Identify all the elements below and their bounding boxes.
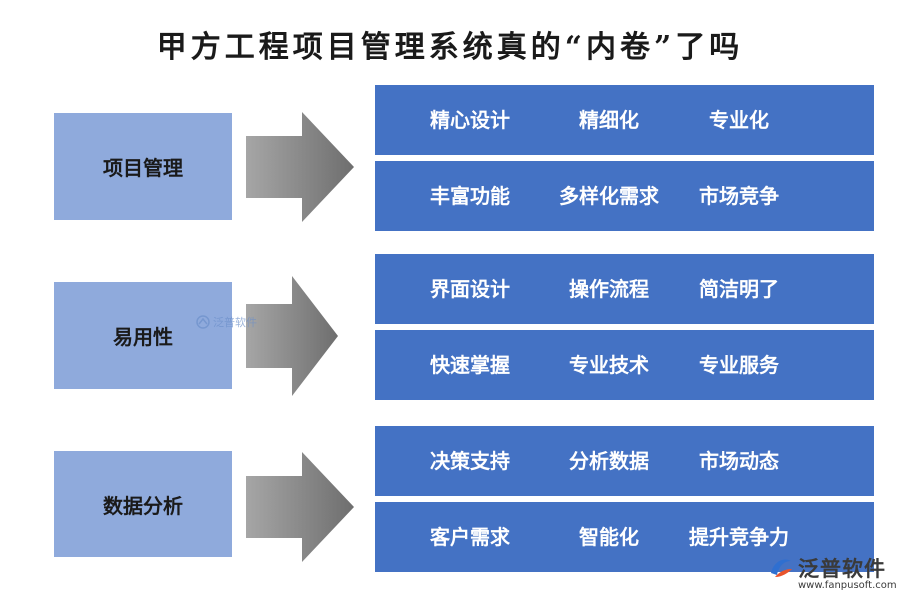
watermark-small-text: 泛普软件 (213, 316, 257, 329)
category-data-analysis: 数据分析 (54, 451, 232, 557)
category-usability: 易用性 (54, 282, 232, 389)
item-label: 客户需求 (430, 525, 510, 549)
item-bar: 界面设计 操作流程 简洁明了 (375, 254, 874, 324)
item-label: 界面设计 (430, 277, 510, 301)
item-label: 专业化 (709, 108, 769, 132)
item-label: 快速掌握 (430, 353, 510, 377)
item-label: 分析数据 (569, 449, 649, 473)
watermark-url: www.fanpusoft.com (798, 580, 897, 591)
watermark-small: 泛普软件 (196, 314, 257, 330)
diagram-title: 甲方工程项目管理系统真的“内卷”了吗 (156, 30, 744, 65)
item-label: 精细化 (579, 108, 639, 132)
item-label: 提升竞争力 (689, 525, 789, 549)
item-bar: 决策支持 分析数据 市场动态 (375, 426, 874, 496)
item-label: 精心设计 (430, 108, 510, 132)
watermark-brand: 泛普软件 (768, 553, 886, 583)
item-label: 简洁明了 (699, 277, 779, 301)
arrow-right-icon (246, 276, 338, 396)
item-bar: 快速掌握 专业技术 专业服务 (375, 330, 874, 400)
item-bar: 客户需求 智能化 提升竞争力 (375, 502, 874, 572)
brand-logo-icon (771, 559, 792, 577)
item-label: 专业技术 (569, 353, 649, 377)
arrow-right-icon (246, 112, 354, 222)
item-bar: 丰富功能 多样化需求 市场竞争 (375, 161, 874, 231)
item-label: 操作流程 (569, 277, 649, 301)
item-label: 智能化 (579, 525, 639, 549)
item-label: 市场竞争 (699, 184, 779, 208)
item-label: 市场动态 (699, 449, 779, 473)
category-project-management: 项目管理 (54, 113, 232, 220)
item-bar: 精心设计 精细化 专业化 (375, 85, 874, 155)
item-label: 专业服务 (699, 353, 779, 377)
watermark-brand-name: 泛普软件 (798, 557, 886, 581)
arrow-right-icon (246, 452, 354, 562)
item-label: 决策支持 (430, 449, 510, 473)
item-label: 丰富功能 (430, 184, 510, 208)
item-label: 多样化需求 (559, 184, 659, 208)
brand-logo-icon (196, 315, 210, 329)
